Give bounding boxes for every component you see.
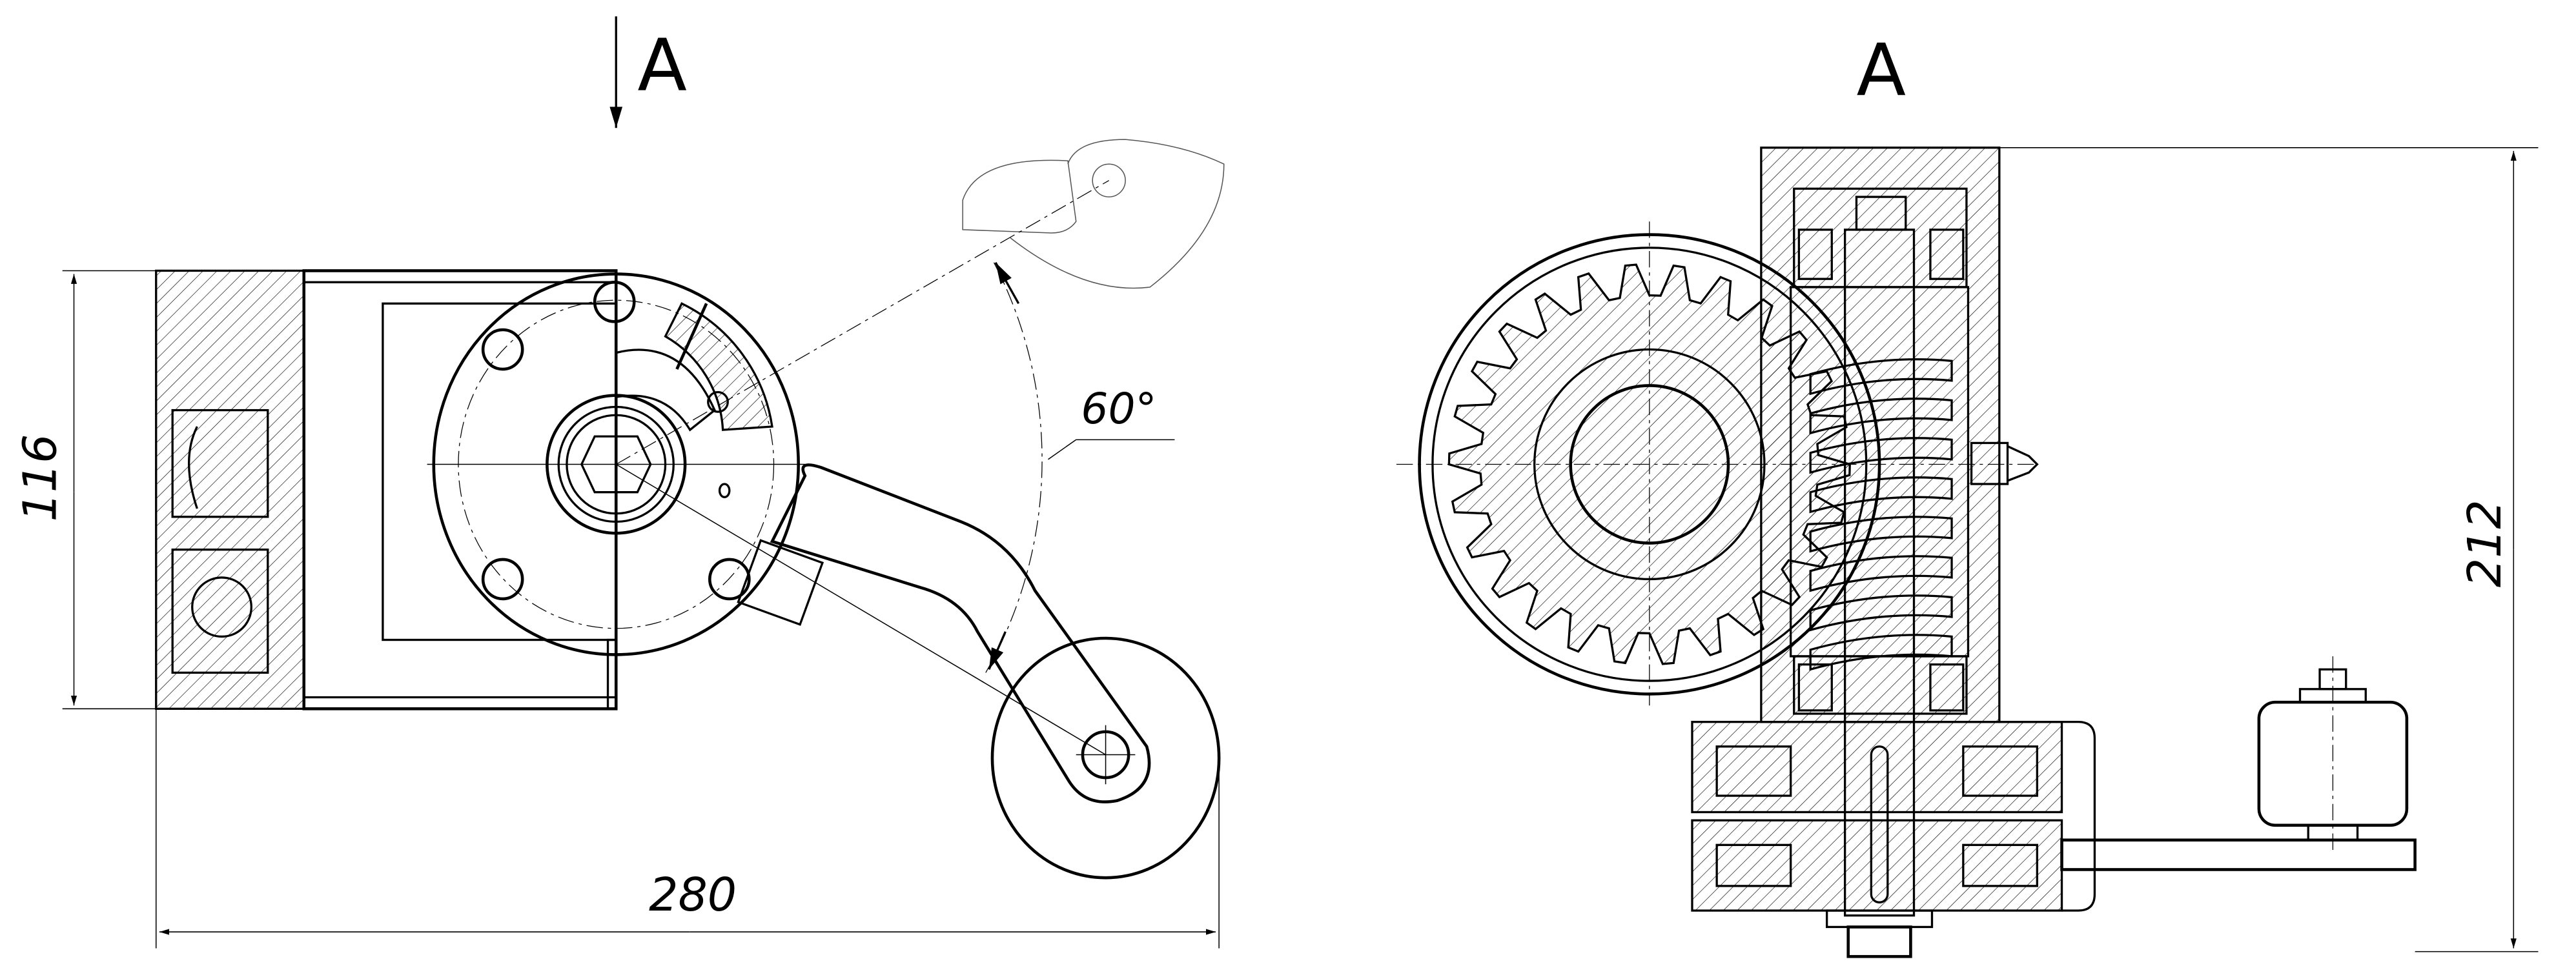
side-view: A (13, 16, 1225, 949)
worm-thread-turn (1809, 594, 1953, 632)
view-a: A (1396, 29, 2539, 958)
view-label: A (1856, 29, 1906, 113)
worm-thread-turn (1809, 476, 1953, 514)
worm (1809, 358, 1953, 671)
worm-thread-turn (1809, 437, 1953, 474)
worm-thread-turn (1809, 398, 1953, 435)
bolt (481, 558, 524, 601)
roller-bracket (2060, 656, 2417, 871)
grease-nipple (1970, 441, 2009, 485)
height-dimension-label: 212 (2458, 499, 2511, 587)
bolt (708, 558, 751, 601)
bottom-nut (1846, 925, 1912, 958)
bolts (481, 280, 751, 601)
worm-thread-turn (1809, 555, 1953, 592)
worm-thread-turn (1809, 516, 1953, 553)
wheel (990, 636, 1221, 880)
bearing-assembly (1691, 720, 2096, 958)
flange (427, 270, 805, 656)
worm-thread-turn (1809, 358, 1953, 396)
alternate-position (615, 139, 1225, 756)
worm-thread-turn (1809, 634, 1953, 671)
angle-label: 60° (1081, 384, 1156, 434)
bolt (481, 328, 524, 371)
gearbox-housing (1760, 146, 2039, 723)
height-dimension-label: 116 (13, 434, 66, 522)
arm-and-wheel (737, 463, 1221, 880)
housing (155, 269, 618, 711)
bolt (593, 280, 636, 323)
section-label: A (637, 24, 687, 108)
arm (770, 463, 1151, 803)
width-dimension-label: 280 (649, 868, 737, 922)
angle-dimension-arc (985, 262, 1043, 673)
